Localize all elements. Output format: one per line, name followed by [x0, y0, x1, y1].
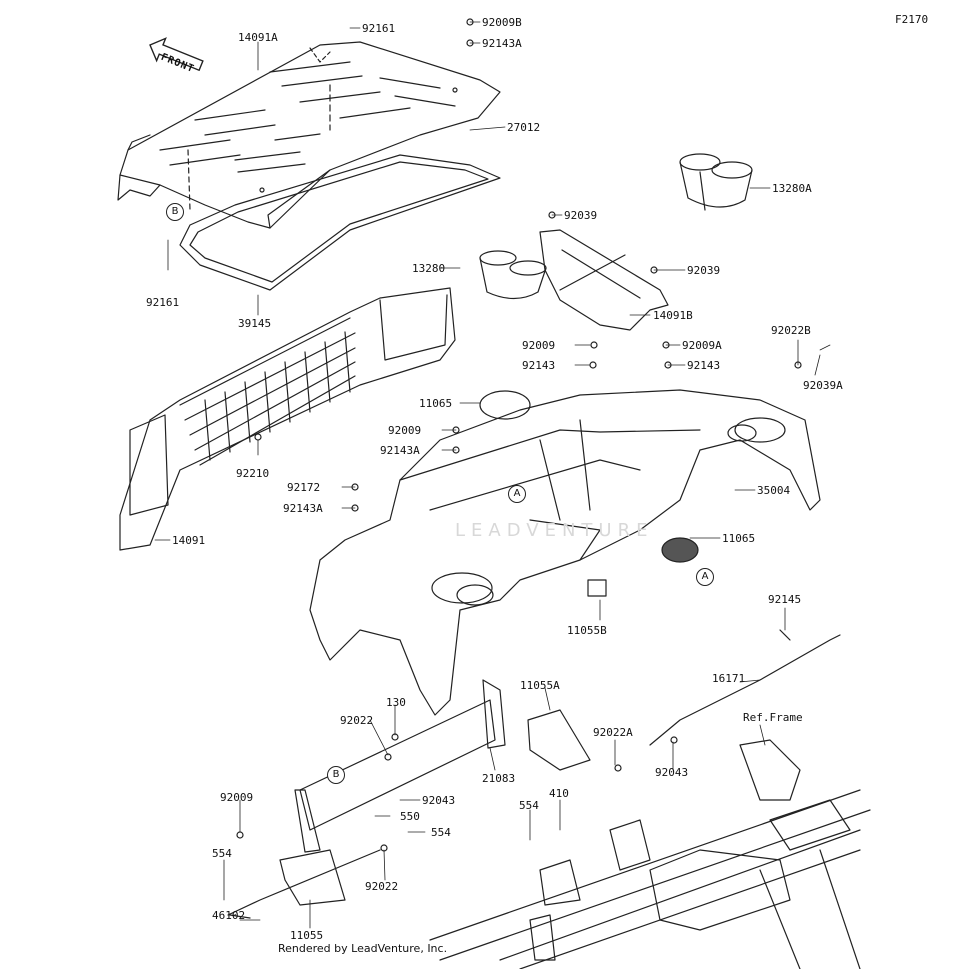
part-label-11065-right: 11065 [722, 532, 756, 545]
part-label-554-b: 554 [431, 826, 451, 839]
part-label-11055: 11055 [290, 929, 324, 942]
roof-panel-14091A [117, 41, 501, 229]
part-label-92039-b: 92039 [687, 264, 721, 277]
part-label-92022A: 92022A [593, 726, 633, 739]
cup-holder-13280 [479, 250, 547, 300]
part-label-27012: 27012 [507, 121, 541, 134]
part-label-92043-b: 92043 [422, 794, 456, 807]
bracket-11055 [279, 849, 346, 906]
part-label-92022-b: 92022 [365, 880, 399, 893]
part-label-14091A: 14091A [238, 31, 278, 44]
part-label-410: 410 [549, 787, 569, 800]
leader-lines [154, 21, 831, 929]
part-label-92143A-low: 92143A [283, 502, 323, 515]
part-label-92172: 92172 [287, 481, 321, 494]
watermark: LEADVENTURE [455, 520, 654, 541]
callout-a-mid: A [508, 485, 526, 503]
part-label-92009B: 92009B [482, 16, 522, 29]
part-label-ref-frame: Ref.Frame [743, 711, 803, 724]
part-label-92143-a: 92143 [522, 359, 556, 372]
bracket-14091B [539, 229, 669, 331]
part-label-14091: 14091 [172, 534, 206, 547]
callout-b-top: B [166, 203, 184, 221]
part-label-46102: 46102 [212, 909, 246, 922]
part-label-92161-top: 92161 [362, 22, 396, 35]
part-label-11065-top: 11065 [419, 397, 453, 410]
part-label-92210: 92210 [236, 467, 270, 480]
part-label-92043-a: 92043 [655, 766, 689, 779]
part-label-92145: 92145 [768, 593, 802, 606]
part-label-92039A: 92039A [803, 379, 843, 392]
part-label-92009A: 92009A [682, 339, 722, 352]
part-label-554-a: 554 [519, 799, 539, 812]
part-label-554-c: 554 [212, 847, 232, 860]
part-label-35004: 35004 [757, 484, 791, 497]
part-label-92039-a: 92039 [564, 209, 598, 222]
part-label-92009-b: 92009 [388, 424, 422, 437]
bracket-11055A [527, 709, 591, 771]
frame-assembly [429, 739, 871, 969]
bracket-11055B [587, 579, 607, 597]
front-grille-14091 [119, 287, 456, 551]
part-label-92143A-top: 92143A [482, 37, 522, 50]
part-label-92022B: 92022B [771, 324, 811, 337]
part-label-11055A: 11055A [520, 679, 560, 692]
part-label-21083: 21083 [482, 772, 516, 785]
part-label-13280: 13280 [412, 262, 446, 275]
cup-holder-13280A [679, 153, 753, 211]
cable-16171 [649, 629, 841, 746]
bumper-bracket-21083 [294, 679, 506, 853]
front-arrow-icon [149, 37, 204, 72]
part-label-92009-c: 92009 [220, 791, 254, 804]
diagram-code: F2170 [895, 13, 929, 26]
part-label-39145: 39145 [238, 317, 272, 330]
part-label-550: 550 [400, 810, 420, 823]
part-label-92009-a: 92009 [522, 339, 556, 352]
part-label-92022-a: 92022 [340, 714, 374, 727]
callout-a-right: A [696, 568, 714, 586]
cover-11065 [479, 390, 699, 563]
part-label-11055B: 11055B [567, 624, 607, 637]
part-label-14091B: 14091B [653, 309, 693, 322]
credit-text: Rendered by LeadVenture, Inc. [278, 942, 448, 955]
part-label-92161-left: 92161 [146, 296, 180, 309]
fender-body-35004 [309, 389, 821, 716]
part-label-92143A-mid: 92143A [380, 444, 420, 457]
part-label-130: 130 [386, 696, 406, 709]
part-label-13280A: 13280A [772, 182, 812, 195]
part-label-16171: 16171 [712, 672, 746, 685]
callout-b-low: B [327, 766, 345, 784]
rod-46102 [227, 849, 381, 919]
part-label-92143-b: 92143 [687, 359, 721, 372]
seal-39145 [179, 154, 501, 291]
